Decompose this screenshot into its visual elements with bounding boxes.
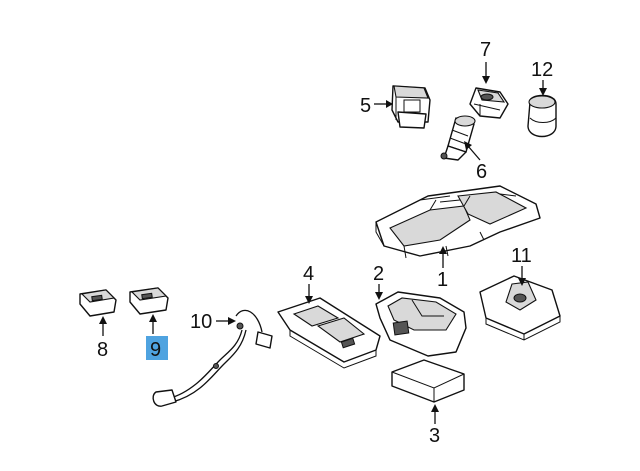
part-5-switch[interactable] bbox=[391, 85, 431, 129]
callout-1-leader bbox=[439, 246, 447, 268]
callout-6[interactable]: 6 bbox=[476, 161, 487, 183]
callout-1[interactable]: 1 bbox=[437, 269, 448, 291]
callout-2[interactable]: 2 bbox=[373, 263, 384, 285]
callout-9-leader bbox=[149, 314, 157, 334]
callout-10[interactable]: 10 bbox=[190, 311, 212, 333]
callout-4[interactable]: 4 bbox=[303, 263, 314, 285]
callout-4-leader bbox=[305, 284, 313, 304]
part-7-socket[interactable] bbox=[469, 87, 509, 119]
part-8-switch[interactable] bbox=[79, 289, 117, 317]
callout-11[interactable]: 11 bbox=[511, 245, 532, 267]
callout-3[interactable]: 3 bbox=[429, 425, 440, 447]
callout-12-leader bbox=[539, 80, 547, 96]
callout-11-leader bbox=[518, 266, 526, 286]
callout-9-highlight bbox=[146, 336, 168, 360]
callout-8-leader bbox=[99, 316, 107, 336]
callout-6-leader bbox=[464, 141, 481, 161]
part-1-console-bezel[interactable] bbox=[375, 185, 541, 259]
callout-2-leader bbox=[375, 284, 383, 300]
part-10-wire-harness[interactable] bbox=[152, 309, 273, 407]
callout-8[interactable]: 8 bbox=[97, 339, 108, 361]
callout-5-leader bbox=[374, 100, 393, 108]
callout-5[interactable]: 5 bbox=[360, 95, 371, 117]
part-6-lighter[interactable] bbox=[440, 115, 476, 161]
part-3-mat[interactable] bbox=[391, 359, 465, 403]
part-12-shift-knob[interactable] bbox=[527, 94, 557, 138]
callout-7-leader bbox=[482, 62, 490, 84]
callout-12[interactable]: 12 bbox=[531, 59, 553, 81]
part-9-switch[interactable] bbox=[129, 287, 169, 315]
part-2-cup-holder[interactable] bbox=[375, 291, 467, 357]
callout-10-leader bbox=[216, 317, 236, 325]
part-11-shift-boot[interactable] bbox=[479, 275, 561, 341]
callout-3-leader bbox=[431, 404, 439, 424]
callout-7[interactable]: 7 bbox=[480, 39, 491, 61]
part-4-trim-panel[interactable] bbox=[277, 297, 381, 369]
callout-9[interactable]: 9 bbox=[150, 339, 161, 361]
